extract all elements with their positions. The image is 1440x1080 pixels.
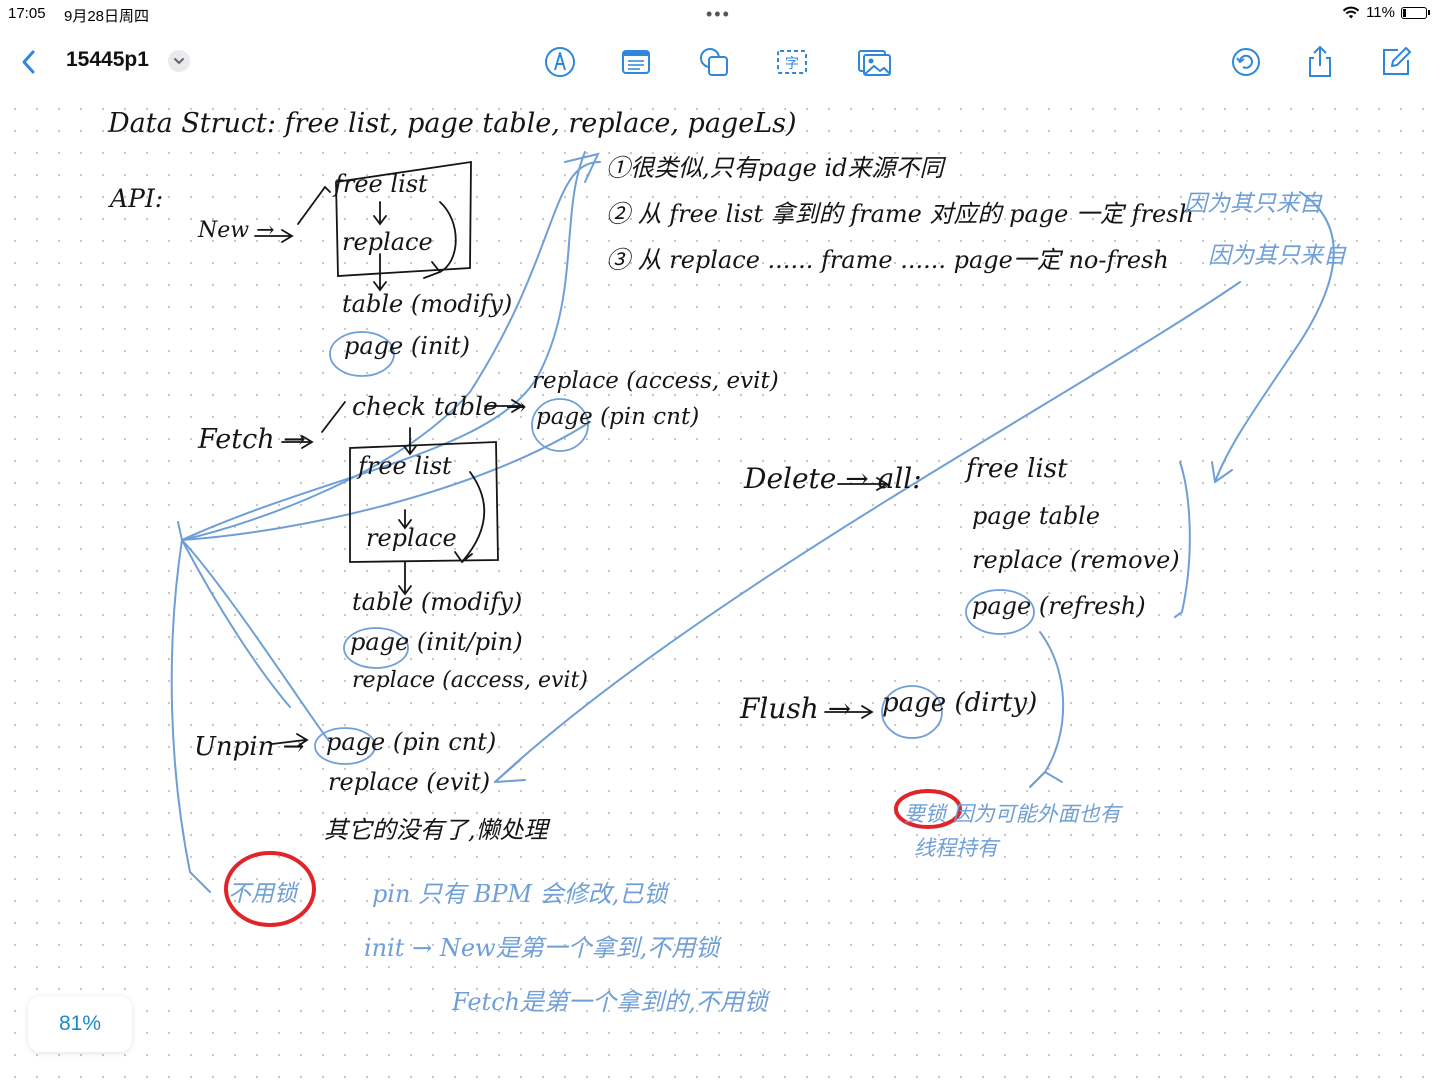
image-tool-button[interactable] (854, 42, 894, 82)
fetch-table: table (modify) (352, 588, 523, 616)
fetch-note: Fetch是第一个拿到的,不用锁 (452, 988, 768, 1016)
undo-icon (1232, 48, 1260, 76)
note-canvas[interactable]: Data Struct: free list, page table, repl… (0, 92, 1440, 1080)
compose-button[interactable] (1376, 42, 1416, 82)
new-replace: replace (342, 228, 433, 256)
shapes-icon (700, 48, 728, 76)
fetch-page-init: page (init/pin) (350, 628, 523, 656)
unpin-label: Unpin → (194, 732, 305, 762)
shapes-tool-button[interactable] (694, 42, 734, 82)
note-2-blue: 因为其只来自 (1184, 191, 1322, 217)
text-tool-button[interactable]: 字 (772, 42, 812, 82)
wifi-icon (1342, 6, 1360, 18)
multitasking-dots-icon[interactable]: ••• (706, 4, 731, 24)
image-icon (858, 50, 891, 76)
status-date: 9月28日周四 (64, 8, 150, 25)
fetch-replace-evit: replace (access, evit) (352, 668, 588, 693)
delete-free-list: free list (966, 454, 1068, 484)
new-table: table (modify) (342, 290, 513, 318)
battery-tip (1428, 10, 1430, 15)
ink-strokes (170, 151, 1335, 927)
init-note: init → New是第一个拿到,不用锁 (364, 934, 720, 962)
lock-note-2: 线程持有 (914, 836, 998, 860)
fetch-replace: replace (366, 524, 457, 552)
new-label: New → (198, 218, 275, 243)
document-title[interactable]: 15445p1 (66, 48, 149, 71)
lock-note: 要锁 因为可能外面也有 (904, 802, 1121, 826)
unpin-page: page (pin cnt) (326, 728, 497, 756)
fetch-label: Fetch → (198, 424, 306, 455)
share-icon (1309, 45, 1331, 77)
share-button[interactable] (1300, 42, 1340, 82)
undo-button[interactable] (1226, 42, 1266, 82)
status-time: 17:05 (8, 5, 46, 22)
note-api: API: (110, 184, 164, 213)
edit-icon (1383, 47, 1411, 75)
back-button[interactable] (14, 44, 44, 80)
zoom-indicator[interactable]: 81% (28, 996, 132, 1052)
text-icon: 字 (777, 50, 807, 74)
fetch-page-pin: page (pin cnt) (536, 404, 700, 430)
note-3: ③ 从 replace ...... frame ...... page一定 n… (606, 246, 1169, 274)
notes-icon (622, 50, 650, 74)
note-3-blue: 因为其只来自 (1208, 243, 1346, 269)
fetch-free-list: free list (358, 452, 452, 480)
notes-tool-button[interactable] (616, 42, 656, 82)
delete-page-table: page table (972, 502, 1101, 530)
flush-label: Flush → (740, 692, 852, 725)
fetch-replace-access: replace (access, evit) (532, 368, 779, 394)
flush-page: page (dirty) (882, 688, 1038, 718)
fetch-check-table: check table → (352, 392, 527, 421)
new-free-list: free list (334, 170, 428, 198)
delete-page: page (refresh) (972, 592, 1146, 620)
title-menu-button[interactable] (168, 50, 190, 72)
no-lock-note: 不用锁 (228, 881, 297, 907)
delete-label: Delete → all: (744, 462, 922, 495)
status-right: 11% (1342, 4, 1430, 21)
battery-icon (1401, 6, 1427, 19)
pin-note: pin 只有 BPM 会修改,已锁 (372, 880, 668, 908)
pen-tool-button[interactable] (540, 42, 580, 82)
svg-text:字: 字 (785, 56, 799, 72)
chevron-left-icon (22, 50, 35, 74)
note-1: ①很类似,只有page id来源不同 (606, 154, 944, 182)
chevron-down-icon (174, 58, 184, 65)
status-bar: 17:05 9月28日周四 ••• 11% (0, 0, 1440, 28)
toolbar: 15445p1 字 (0, 36, 1440, 86)
unpin-lazy: 其它的没有了,懒处理 (324, 816, 548, 844)
unpin-replace: replace (evit) (328, 768, 491, 796)
note-data-struct: Data Struct: free list, page table, repl… (108, 108, 797, 139)
note-2: ② 从 free list 拿到的 frame 对应的 page 一定 fres… (606, 200, 1194, 228)
new-page: page (init) (344, 332, 471, 360)
pen-icon (545, 47, 575, 77)
battery-percent: 11% (1366, 4, 1395, 21)
delete-replace: replace (remove) (972, 546, 1180, 574)
